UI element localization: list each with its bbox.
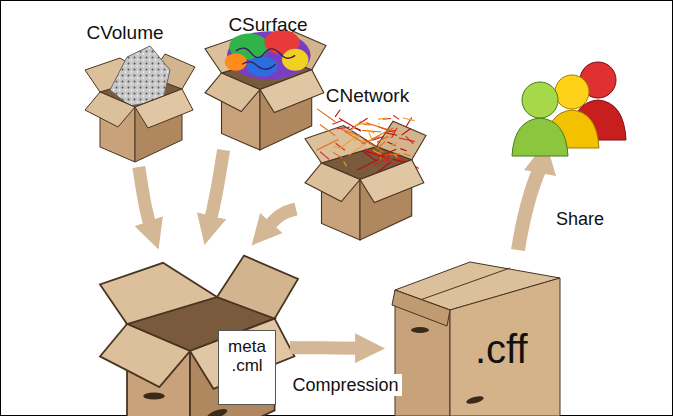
- box-heading: CVolume: [56, 22, 194, 167]
- action-label: Share: [553, 208, 607, 230]
- file-extension: .cff: [475, 327, 528, 371]
- arrow-label: Compression: [289, 374, 401, 396]
- box-heading: CNetwork: [296, 85, 439, 107]
- share-arrow: [518, 142, 556, 250]
- block-arrow: [209, 150, 224, 228]
- box-heading: CVolume: [56, 22, 194, 44]
- block-arrow: [263, 209, 296, 232]
- block-arrow: [139, 167, 153, 233]
- people-icon: [512, 62, 626, 156]
- closed-box: .cff: [385, 255, 565, 416]
- box-open-large: [100, 256, 298, 416]
- box-heading: CNetwork: [296, 85, 439, 240]
- open-box: meta .cml: [100, 245, 290, 416]
- box-volume: [85, 46, 195, 162]
- box-heading: CSurface: [194, 14, 342, 36]
- box-closed: [392, 262, 560, 416]
- box-network: [305, 109, 426, 240]
- box-surface: [205, 30, 326, 150]
- paper-label: meta .cml: [218, 330, 276, 405]
- block-arrow: [290, 341, 367, 355]
- box-heading: CSurface: [194, 14, 342, 150]
